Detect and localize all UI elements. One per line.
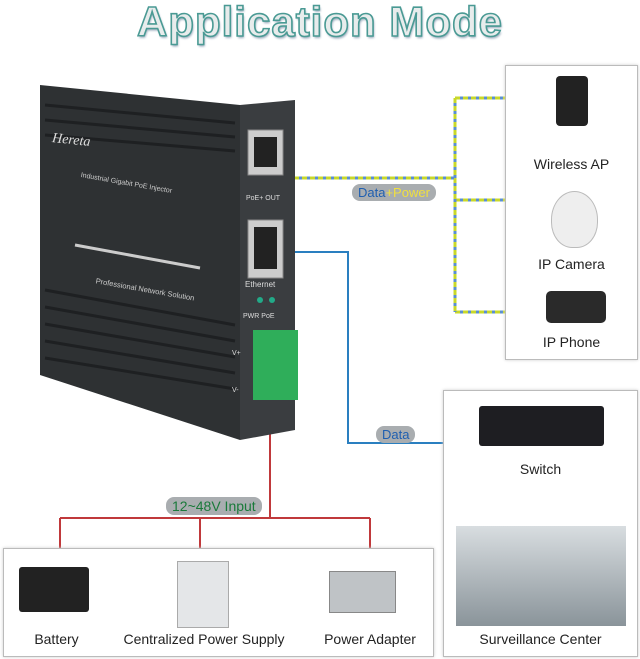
power-adapter-label: Power Adapter [324,631,416,647]
port-in-label: Ethernet [245,280,276,289]
switch-panel: Switch Surveillance Center [443,390,638,657]
ip-phone-image [546,291,606,323]
power-text: +Power [385,185,430,200]
power-adapter-image [329,571,396,613]
battery-label: Battery [34,631,79,647]
battery-image [19,567,89,612]
endpoint-devices-panel: Wireless AP IP Camera IP Phone [505,65,638,360]
surveillance-center-label: Surveillance Center [479,631,602,647]
surveillance-center-image [456,526,626,626]
port-out-label: PoE+ OUT [246,195,281,202]
ip-camera-image [551,191,598,248]
vminus-label: V- [232,387,239,394]
data-power-line [270,96,505,314]
poe-injector-device: Hereta Industrial Gigabit PoE Injector P… [40,75,300,440]
data-tag: Data [376,426,416,443]
page-title: Application Mode [136,0,503,46]
led-label: PWR PoE [243,313,275,320]
wireless-ap-label: Wireless AP [533,156,610,172]
wireless-ap-image [556,76,588,126]
power-supply-image [177,561,229,628]
data-line [268,251,443,444]
power-sources-panel: Battery Centralized Power Supply Power A… [3,548,434,657]
data-text: Data [358,185,386,200]
switch-image [479,406,604,446]
ip-camera-label: IP Camera [538,256,605,272]
power-line [59,420,371,548]
vplus-label: V+ [232,350,241,357]
ip-phone-label: IP Phone [542,334,601,350]
data-power-tag: Data+Power [352,184,436,201]
input-voltage-tag: 12~48V Input [166,497,262,515]
centralized-power-supply-label: Centralized Power Supply [123,631,285,647]
switch-label: Switch [519,461,562,477]
